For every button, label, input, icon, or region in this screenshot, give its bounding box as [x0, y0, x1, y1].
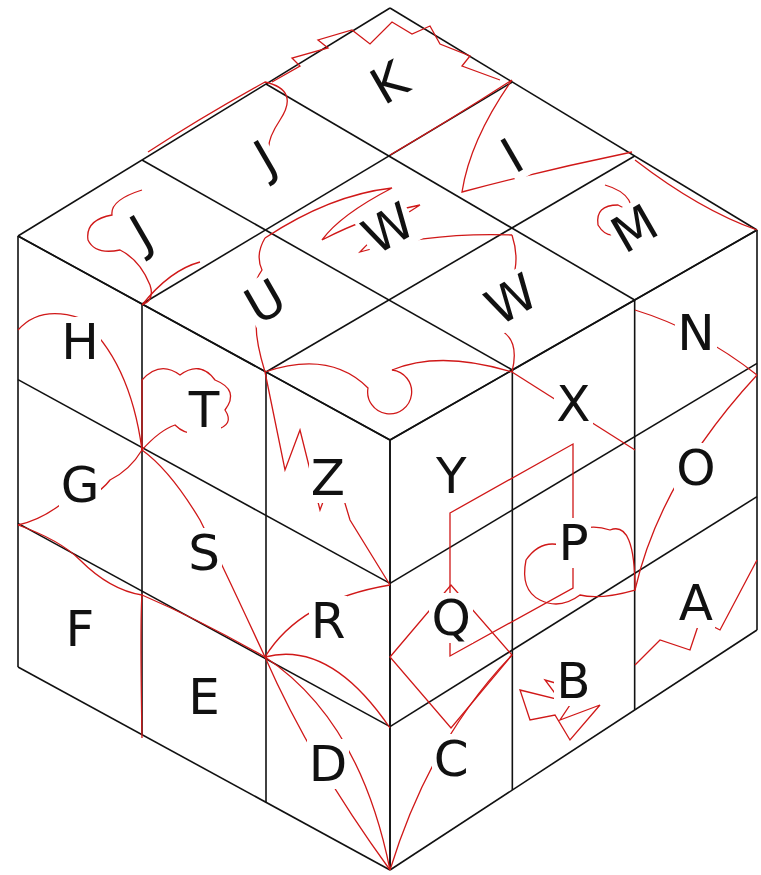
tile-letter: G [59, 460, 102, 510]
tile-letter: T [187, 385, 222, 435]
cube-edge [18, 380, 390, 584]
cube-edge [390, 497, 757, 727]
tile-letter: J [245, 131, 286, 184]
tile-letter: R [309, 596, 348, 646]
tile-letter: H [59, 317, 101, 367]
tile-letter: X [554, 379, 592, 429]
tile-letter: A [677, 578, 715, 628]
tile-letter: J [121, 206, 162, 259]
tile-letter: Z [309, 453, 347, 503]
tile-letter: F [64, 604, 97, 654]
tile-letter: Q [429, 593, 472, 643]
tile-letter: B [554, 656, 592, 706]
cube-edge [266, 84, 635, 300]
cube-edge [390, 630, 757, 870]
tile-letter: O [674, 443, 717, 493]
cube-edge [389, 440, 391, 870]
red-curves [18, 22, 757, 870]
tile-letter: I [491, 129, 532, 182]
cube-edge [756, 230, 758, 630]
cube-edge [390, 230, 757, 440]
cube-edge [390, 230, 757, 440]
cube-edge [265, 372, 267, 802]
cube-edge [634, 300, 636, 710]
cube-edge [18, 667, 390, 870]
tile-letter: W [476, 264, 547, 334]
tile-letter: Y [434, 451, 469, 501]
tile-letter: D [307, 739, 350, 789]
cube-edge [390, 8, 757, 230]
tile-letter: U [235, 270, 295, 334]
tile-letter: K [361, 52, 418, 114]
tile-letter: P [556, 518, 590, 568]
cube-edge [266, 156, 635, 372]
cube-edge [17, 236, 19, 667]
tile-letter: N [675, 308, 716, 358]
cube-edge [389, 440, 391, 870]
cube-edge [512, 370, 514, 790]
tile-letter: S [186, 528, 222, 578]
cube-edge [142, 160, 512, 370]
tile-letter: C [432, 734, 471, 784]
tile-letter: E [186, 672, 222, 722]
